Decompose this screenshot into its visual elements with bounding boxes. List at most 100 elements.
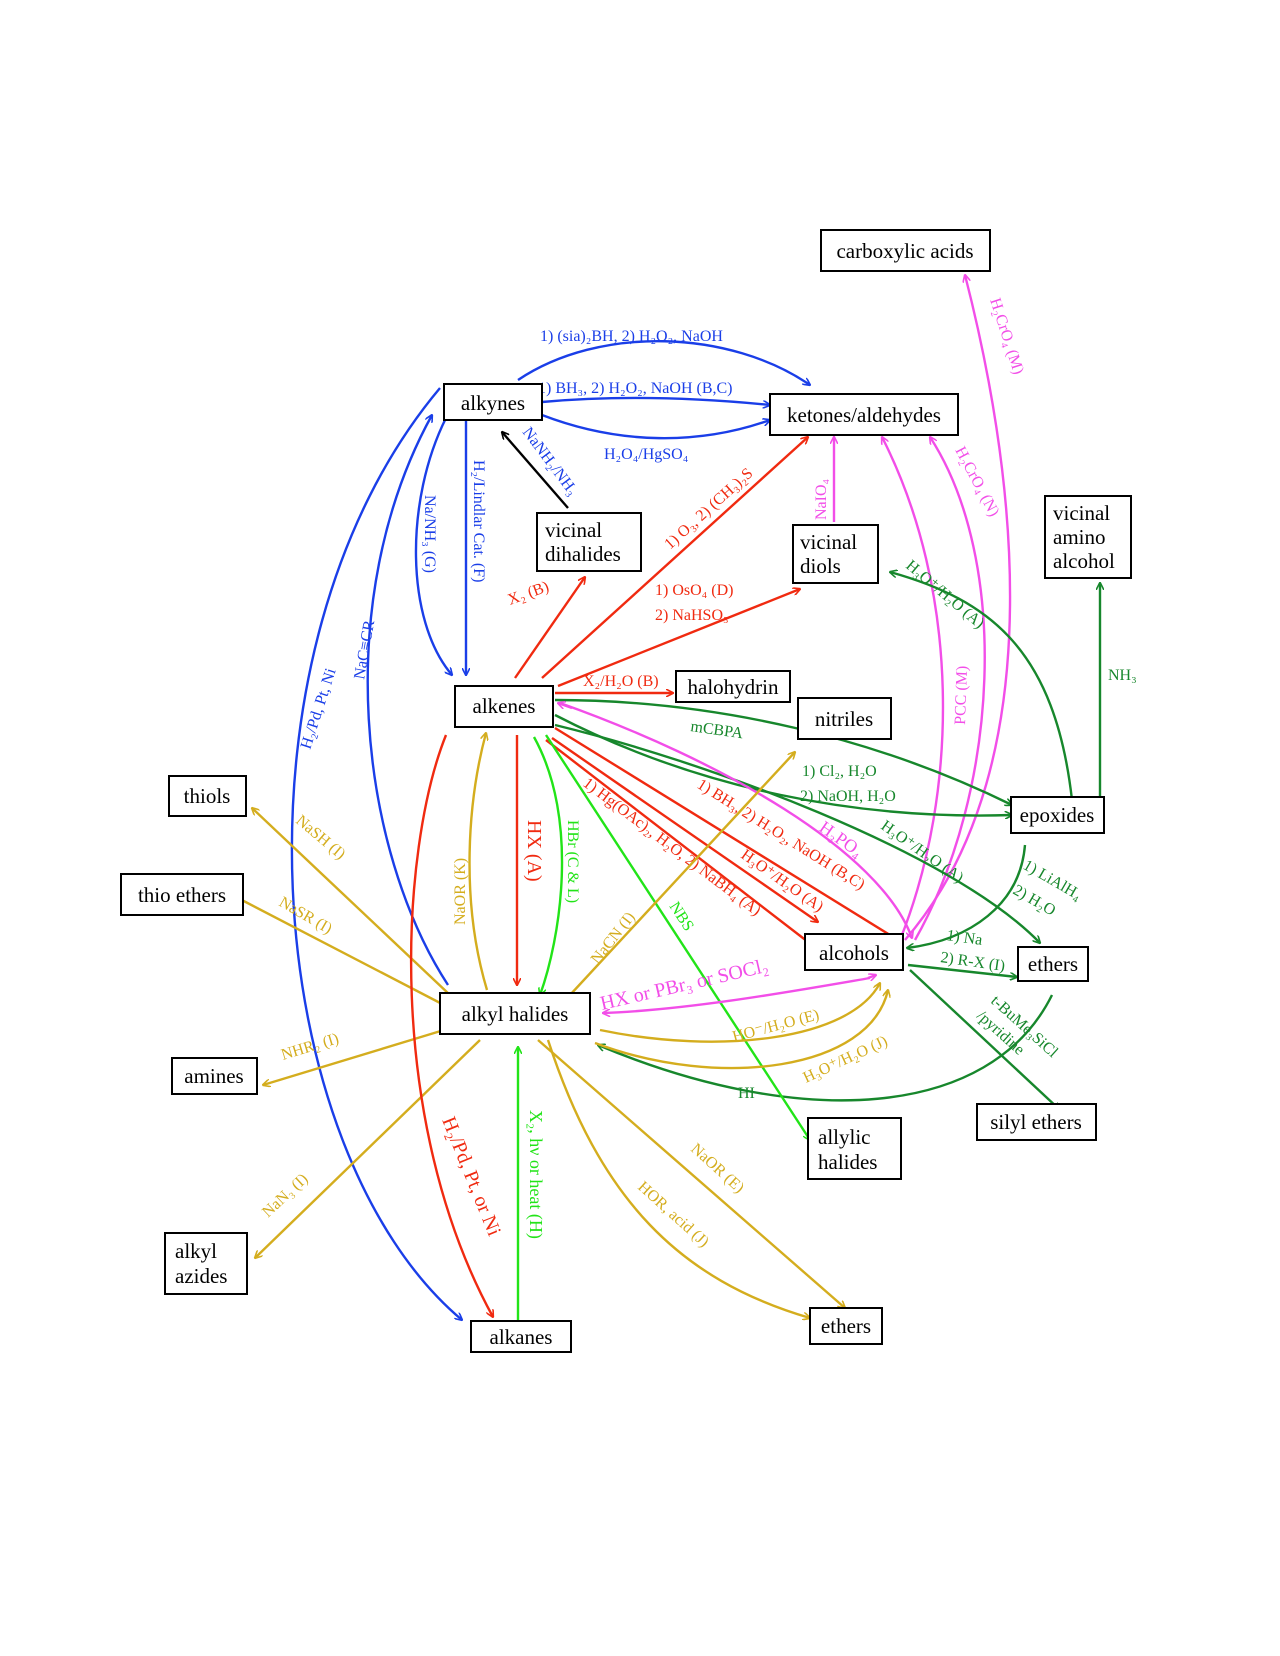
arrow-alkylhalides-alcohols-ho [599, 983, 880, 1043]
label-h3o-diol: H₃O⁺/H₂O (A) [902, 557, 987, 632]
arrow-dihalides-alkynes [502, 432, 569, 509]
label-nasr: NaSR (I) [276, 894, 335, 938]
node-label: vicinal [545, 518, 602, 542]
node-label: halides [818, 1150, 877, 1174]
node-box [164, 1232, 248, 1295]
node-label: silyl ethers [990, 1110, 1082, 1134]
arrow-alkenes-epoxides-cl2 [554, 713, 1012, 816]
node-label: epoxides [1020, 803, 1095, 827]
arrow-alkylhalides-thioethers [236, 897, 445, 1007]
node-box [675, 670, 791, 703]
node-box [120, 873, 244, 916]
arrow-alkylhalides-alkynes [366, 415, 450, 986]
arrow-alcohols-silyl [909, 969, 1060, 1110]
label-hor-acid: HOR, acid (J) [634, 1178, 712, 1250]
arrow-alkenes-alcohols-h3po4 [559, 701, 912, 938]
node-label: ethers [1028, 952, 1078, 976]
label-hi: HI [738, 1085, 755, 1102]
arrow-ethers-alcohols-j [594, 990, 888, 1070]
label-cl2-2: 2) NaOH, H₂O [800, 788, 896, 805]
label-pcc: PCC (M) [952, 665, 971, 725]
node-label: vicinal [1053, 501, 1110, 525]
node-box [536, 512, 642, 572]
node-label: alcohol [1053, 549, 1115, 573]
node-label: vicinal [800, 530, 857, 554]
arrow-alcohols-ethers [907, 963, 1017, 977]
node-thiols: thiols [168, 775, 247, 817]
label-h3o-j: H₃O⁺/H₂O (J) [801, 1033, 891, 1087]
arrow-alcohols-alkylhalides-tail [867, 975, 876, 978]
node-box [809, 1307, 883, 1345]
arrow-alkenes-epoxides-mcpba [554, 698, 1012, 805]
arrow-alkynes-alkenes-nanh3 [414, 417, 452, 675]
node-allylic-halides: allylic halides [807, 1117, 902, 1180]
node-label: thio ethers [138, 883, 226, 907]
node-label: nitriles [815, 707, 873, 731]
label-h2cro4-m: H₂CrO₄ (M) [986, 296, 1027, 377]
arrow-alkenes-allylic [544, 734, 810, 1140]
label-h2pd-red: H₂/Pd, Pt, or Ni [437, 1114, 505, 1240]
label-nacn: NaCN (I) [588, 909, 639, 967]
label-nbs: NBS [666, 899, 697, 934]
label-nan3: NaN₃ (I) [259, 1170, 311, 1220]
node-label: ethers [821, 1314, 871, 1338]
node-vicinal-amino-alcohol: vicinal amino alcohol [1044, 495, 1132, 579]
label-nacr: NaC≡CR [351, 619, 378, 681]
arrow-alkylhalides-alkenes [468, 733, 487, 991]
arrow-alkylhalides-azides [255, 1039, 481, 1258]
node-ethers-bottom: ethers [809, 1307, 883, 1345]
arrow-epoxides-alcohols [907, 844, 1027, 948]
label-nh3: NH₃ [1108, 667, 1137, 684]
node-box [171, 1057, 258, 1095]
node-alkanes: alkanes [470, 1320, 572, 1353]
label-na-nh3: Na/NH₃ (G) [421, 495, 438, 573]
arrow-alkenes-alkanes [409, 734, 493, 1317]
node-box [168, 775, 247, 817]
label-lindlar: H₂/Lindlar Cat. (F) [470, 460, 487, 582]
label-hbr: HBr (C & L) [564, 820, 581, 903]
node-carboxylic-acids: carboxylic acids [820, 229, 991, 272]
node-box [1010, 796, 1105, 834]
label-ho-h2o: HO⁻/H₂O (E) [731, 1006, 821, 1045]
node-label: allylic [818, 1125, 870, 1149]
node-amines: amines [171, 1057, 258, 1095]
label-hgso4: H₂O₄/HgSO₄ [604, 446, 689, 463]
node-box [797, 697, 892, 740]
node-label: alkanes [490, 1325, 553, 1349]
node-box [807, 1117, 902, 1180]
node-thio-ethers: thio ethers [120, 873, 244, 916]
label-oso4-2: 2) NaHSO₃ [655, 607, 729, 624]
label-sia2bh: 1) (sia)₂BH, 2) H₂O₂, NaOH [540, 328, 723, 345]
node-label: diols [800, 554, 841, 578]
node-label: thiols [184, 784, 231, 808]
node-label: ketones/aldehydes [787, 403, 941, 427]
node-silyl-ethers: silyl ethers [976, 1103, 1097, 1141]
arrow-alcohols-alkylhalides [603, 976, 871, 1013]
arrow-alkynes-ketones-bh3 [541, 396, 770, 405]
node-ketones-aldehydes: ketones/aldehydes [769, 393, 959, 436]
node-box [454, 685, 554, 728]
label-mcpba: mCBPA [689, 718, 744, 742]
node-vicinal-dihalides: vicinal dihalides [536, 512, 642, 572]
node-label: dihalides [545, 542, 621, 566]
node-label: alkyl [175, 1239, 217, 1263]
node-box [820, 229, 991, 272]
label-hx-a: HX (A) [523, 820, 545, 882]
node-label: alcohols [819, 941, 889, 965]
label-nhr2: NHR₂ (I) [279, 1030, 341, 1064]
arrow-alkenes-alkylhalides-hbr [532, 736, 564, 995]
arrow-alkenes-alcohols-h3po4-head [558, 703, 573, 708]
arrow-alkenes-ketones [541, 437, 808, 679]
node-label: amino [1053, 525, 1106, 549]
arrow-alkenes-dihalides [514, 577, 585, 679]
arrow-alkenes-ethers [554, 723, 1040, 943]
node-box [1044, 495, 1132, 579]
label-naor-e: NaOR (E) [687, 1140, 747, 1196]
arrow-alkenes-alcohols-h3o [551, 737, 818, 922]
arrow-epoxides-diols [890, 572, 1074, 801]
label-oso4-1: 1) OsO₄ (D) [655, 582, 733, 599]
label-bh3: 1) BH₃, 2) H₂O₂, NaOH (B,C) [538, 380, 733, 397]
node-box [769, 393, 959, 436]
node-label: alkynes [461, 391, 525, 415]
